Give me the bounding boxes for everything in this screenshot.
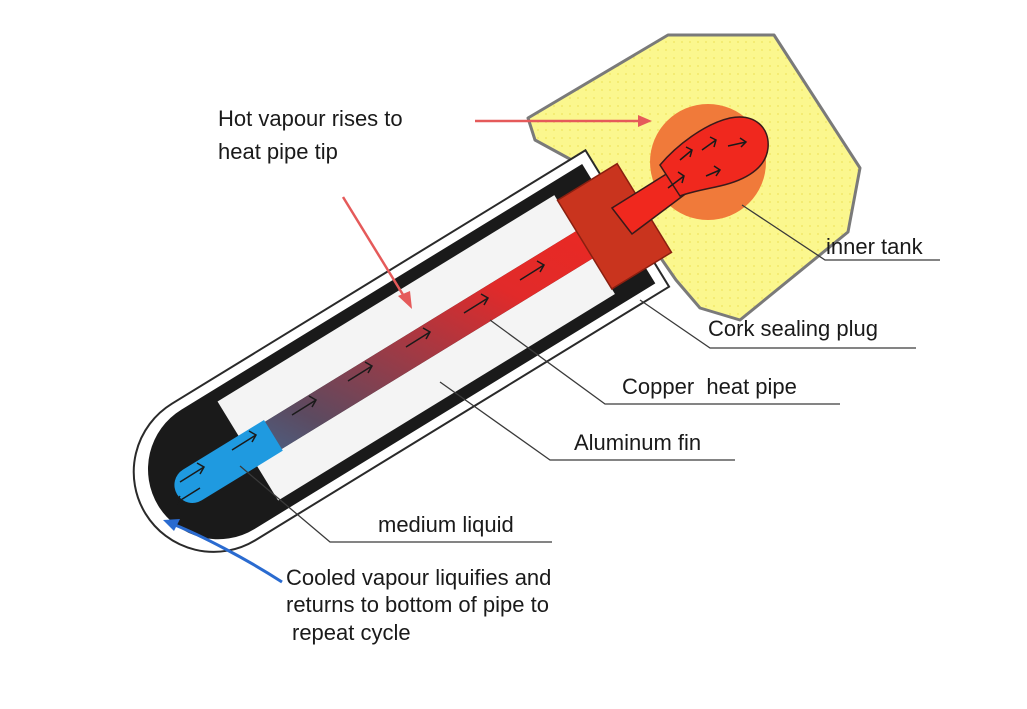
cooled-pointer-arrow xyxy=(163,519,283,584)
flow-arrow xyxy=(174,487,201,508)
flow-arrow xyxy=(667,171,685,189)
cooled-label-line2: returns to bottom of pipe to xyxy=(286,592,549,617)
flow-arrow xyxy=(679,146,693,161)
aluminum-fin-lower xyxy=(256,258,615,501)
hot-vapour-pointer-arrow xyxy=(341,196,412,309)
flow-arrow xyxy=(347,361,374,382)
evacuated-tube xyxy=(132,148,673,553)
flow-arrow xyxy=(463,293,490,314)
flow-arrow xyxy=(701,136,717,151)
hot-vapour-label-line1: Hot vapour rises to xyxy=(218,106,403,131)
flow-arrow xyxy=(291,395,318,416)
aluminum-fin-label: Aluminum fin xyxy=(574,430,701,455)
inner-tank-label: inner tank xyxy=(826,234,924,259)
tip-pointer-arrow xyxy=(475,115,652,127)
flow-arrow xyxy=(405,327,432,348)
inner-tank-leader xyxy=(741,204,940,261)
flow-arrow xyxy=(727,137,748,148)
copper-pipe-label: Copper heat pipe xyxy=(622,374,797,399)
medium-liquid-label: medium liquid xyxy=(378,512,514,537)
flow-arrow xyxy=(231,430,258,451)
flow-arrows xyxy=(174,136,748,508)
flow-arrow xyxy=(705,165,722,177)
medium-liquid xyxy=(174,419,283,503)
copper-heat-pipe xyxy=(202,215,619,486)
flow-arrow xyxy=(179,462,206,483)
cork-plug-leader xyxy=(639,299,916,349)
hot-vapour-label-line2: heat pipe tip xyxy=(218,139,338,164)
cooled-label-line3: repeat cycle xyxy=(292,620,411,645)
aluminum-fin-upper xyxy=(217,195,577,438)
copper-pipe-leader xyxy=(489,319,840,405)
cork-plug-label: Cork sealing plug xyxy=(708,316,878,341)
cooled-label-line1: Cooled vapour liquifies and xyxy=(286,565,551,590)
medium-liquid-leader xyxy=(239,465,552,543)
aluminum-fin-leader xyxy=(439,381,735,461)
condenser-tip xyxy=(659,116,769,197)
flow-arrow xyxy=(519,260,546,281)
